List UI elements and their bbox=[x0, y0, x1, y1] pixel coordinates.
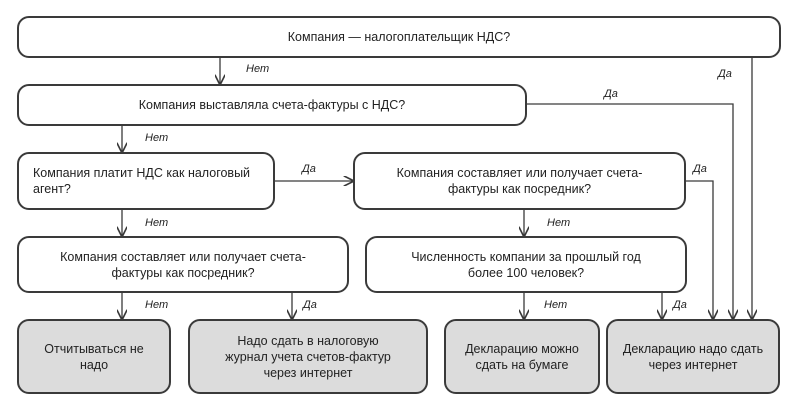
question-tax-agent-text: Компания платит НДС как налоговый агент? bbox=[33, 166, 251, 196]
label-yes-q2: Да bbox=[604, 88, 618, 100]
label-no-q5: Нет bbox=[547, 217, 571, 229]
question-headcount-text: Численность компании за прошлый год боле… bbox=[411, 249, 641, 280]
label-yes-q3: Да bbox=[302, 163, 316, 175]
question-vat-payer-text: Компания — налогоплательщик НДС? bbox=[287, 30, 511, 44]
result-online-declaration: Декларацию надо сдать через интернет bbox=[606, 319, 780, 394]
question-intermediary-right-text: Компания составляет или получает счета-ф… bbox=[396, 166, 643, 196]
result-invoice-journal: Надо сдать в налоговую журнал учета счет… bbox=[188, 319, 428, 394]
label-yes-q4: Да bbox=[303, 299, 317, 311]
label-no-q4: Нет bbox=[145, 299, 169, 311]
label-yes-q5: Да bbox=[693, 163, 707, 175]
question-intermediary-left: Компания составляет или получает счета-ф… bbox=[17, 236, 349, 293]
label-no-q3: Нет bbox=[145, 217, 169, 229]
result-no-report-text: Отчитываться не надо bbox=[44, 341, 144, 372]
result-paper-declaration: Декларацию можно сдать на бумаге bbox=[444, 319, 600, 394]
question-intermediary-left-text: Компания составляет или получает счета-ф… bbox=[60, 249, 306, 280]
label-no-q6: Нет bbox=[544, 299, 568, 311]
edge-q2-r4 bbox=[527, 103, 733, 319]
question-intermediary-right: Компания составляет или получает счета-ф… bbox=[353, 152, 686, 210]
result-online-declaration-text: Декларацию надо сдать через интернет bbox=[622, 341, 764, 372]
result-paper-declaration-text: Декларацию можно сдать на бумаге bbox=[465, 341, 579, 372]
result-invoice-journal-text: Надо сдать в налоговую журнал учета счет… bbox=[225, 333, 391, 380]
question-issued-invoices: Компания выставляла счета-фактуры с НДС? bbox=[17, 84, 527, 126]
question-issued-invoices-text: Компания выставляла счета-фактуры с НДС? bbox=[138, 98, 406, 112]
label-yes-q1: Да bbox=[718, 68, 732, 80]
question-headcount: Численность компании за прошлый год боле… bbox=[365, 236, 687, 293]
question-vat-payer: Компания — налогоплательщик НДС? bbox=[17, 16, 781, 58]
question-tax-agent: Компания платит НДС как налоговый агент? bbox=[17, 152, 275, 210]
label-yes-q6: Да bbox=[673, 299, 687, 311]
label-no-q2: Нет bbox=[145, 132, 169, 144]
edge-q5-r4 bbox=[686, 180, 713, 319]
result-no-report: Отчитываться не надо bbox=[17, 319, 171, 394]
label-no-q1: Нет bbox=[246, 63, 270, 75]
